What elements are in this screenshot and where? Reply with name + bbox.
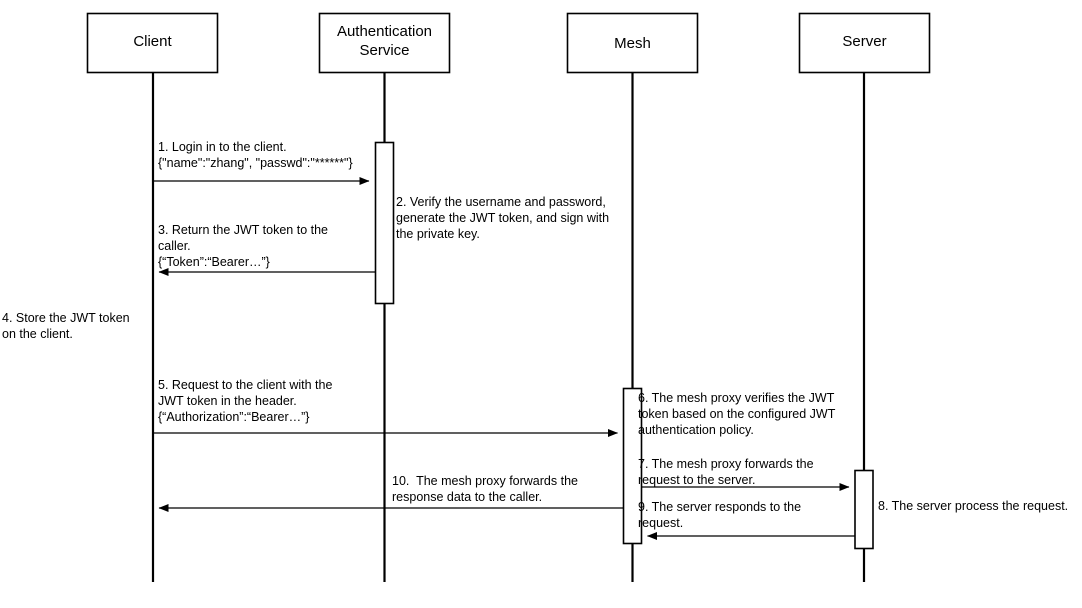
message-label-5: 5. Request to the client with the JWT to… [158,378,333,424]
participant-box-client[interactable] [86,12,219,74]
message-label-4: 4. Store the JWT token on the client. [2,311,130,341]
message-label-2: 2. Verify the username and password, gen… [396,195,610,241]
message-label-8: 8. The server process the request. [878,499,1069,513]
participant-box-auth[interactable] [318,12,451,74]
message-label-10: 10. The mesh proxy forwards the response… [392,474,578,504]
message-label-1: 1. Login in to the client. {"name":"zhan… [158,140,353,170]
participant-box-mesh[interactable] [566,12,699,74]
message-label-3: 3. Return the JWT token to the caller. {… [158,223,328,269]
activation-bar-auth [374,141,395,305]
message-label-6: 6. The mesh proxy verifies the JWT token… [638,391,836,437]
activation-bar-mesh [622,387,643,545]
message-label-9: 9. The server responds to the request. [638,500,802,530]
message-label-7: 7. The mesh proxy forwards the request t… [638,457,814,487]
activation-bar-server [854,469,874,550]
participant-box-server[interactable] [798,12,931,74]
